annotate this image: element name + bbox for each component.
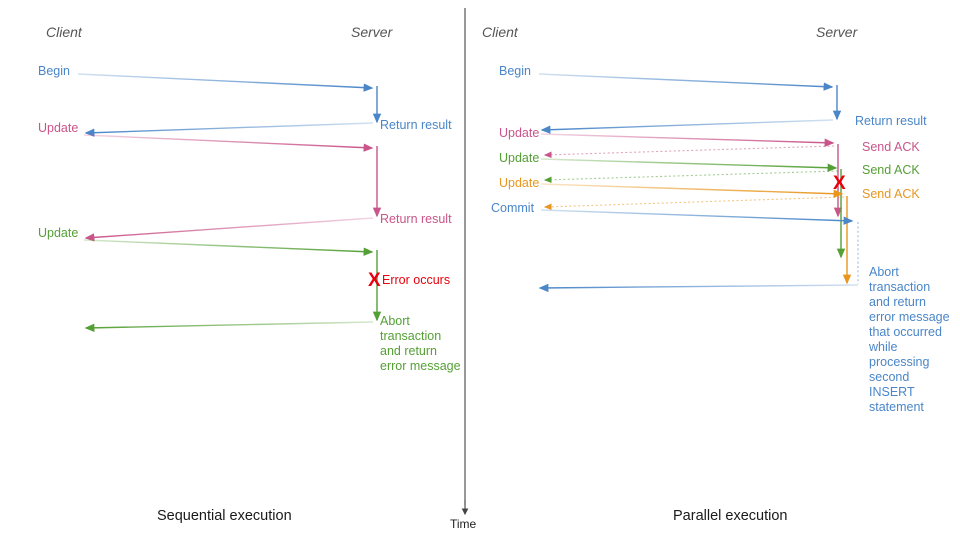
right-ack-dotted-orange <box>543 196 845 211</box>
left-label-abort-message: Abort transaction and return error messa… <box>380 314 461 373</box>
left-actor-server: Server <box>351 24 393 40</box>
left-arrow-return-1 <box>84 122 374 137</box>
right-label-send-ack-2: Send ACK <box>862 163 920 177</box>
right-label-send-ack-3: Send ACK <box>862 187 920 201</box>
right-label-send-ack-1: Send ACK <box>862 140 920 154</box>
right-arrow-update-2 <box>540 158 838 172</box>
right-arrow-abort <box>538 283 859 293</box>
right-label-update-3: Update <box>499 176 540 190</box>
right-label-return-result: Return result <box>855 114 927 128</box>
right-arrow-commit <box>540 209 854 225</box>
right-panel-messages <box>538 73 859 293</box>
right-actor-client: Client <box>482 24 518 40</box>
left-label-return-result-1: Return result <box>380 118 452 132</box>
left-label-update-2: Update <box>38 226 79 240</box>
left-label-error-occurs: Error occurs <box>382 273 451 287</box>
left-arrow-update-2 <box>83 239 374 256</box>
right-arrow-update-1 <box>540 133 835 147</box>
right-label-abort-message: Abort transaction and return error messa… <box>869 265 950 414</box>
left-arrow-update-1 <box>83 134 374 152</box>
left-label-update-1: Update <box>38 121 79 135</box>
left-label-begin: Begin <box>38 64 70 78</box>
left-arrow-begin <box>77 73 374 92</box>
left-actor-client: Client <box>46 24 82 40</box>
right-label-update-2: Update <box>499 151 540 165</box>
left-arrow-abort <box>84 321 374 333</box>
right-ack-dotted-green <box>543 170 839 184</box>
right-actor-server: Server <box>816 24 858 40</box>
left-error-x-icon: X <box>368 270 381 291</box>
right-arrow-begin <box>538 73 834 91</box>
left-panel-caption: Sequential execution <box>157 508 292 524</box>
right-ack-dotted-pink <box>543 145 835 159</box>
left-arrow-return-2 <box>84 217 374 242</box>
time-axis-label: Time <box>450 517 477 531</box>
right-arrow-return <box>540 119 834 134</box>
right-label-commit: Commit <box>491 201 535 215</box>
right-panel-caption: Parallel execution <box>673 508 788 524</box>
left-label-return-result-2: Return result <box>380 212 452 226</box>
right-label-update-1: Update <box>499 126 540 140</box>
right-label-begin: Begin <box>499 64 531 78</box>
left-panel-messages <box>77 73 382 333</box>
right-error-x-icon: X <box>833 173 846 194</box>
right-arrow-update-3 <box>540 183 844 198</box>
